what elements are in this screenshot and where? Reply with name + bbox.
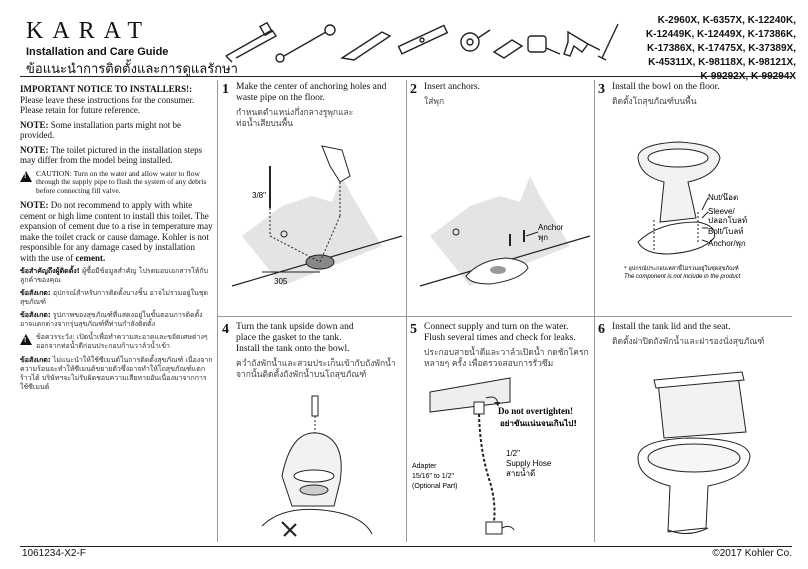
th-text: อุปกรณ์สำหรับการติดตั้งบางชิ้น อาจไม่รวม… — [20, 289, 209, 306]
anchor-label: Anchor — [538, 223, 564, 232]
notice-column: IMPORTANT NOTICE TO INSTALLERS!:Please l… — [20, 84, 213, 396]
guide-title-en: Installation and Care Guide — [26, 46, 169, 58]
model-line: K-2960X, K-6357X, K-12240K, — [657, 15, 796, 26]
step-3: 3 Install the bowl on the floor. ติดตั้ง… — [598, 82, 794, 314]
note-en: The component is not include in the prod… — [624, 274, 741, 280]
step-3-illustration: Nut/น๊อต Sleeve/ ปลอกโบลท์ Bolt/โบลท์ An… — [624, 141, 747, 280]
warning-text-th: อย่าขันแน่นจนเกินไป! — [500, 418, 577, 428]
step-text-th: ติดตั้งโถสุขภัณฑ์บนพื้น — [612, 97, 697, 107]
tape-measure-icon — [527, 35, 561, 55]
step-number: 5 — [410, 322, 417, 337]
column-divider — [594, 80, 595, 542]
step-number: 2 — [410, 82, 417, 97]
step-text-en: Install the tank lid and the seat. — [612, 322, 731, 332]
step-5-illustration: Do not overtighten! อย่าขันแน่นจนเกินไป!… — [412, 377, 577, 535]
step-2: 2 Insert anchors. ใส่พุก Anchor พุก — [410, 82, 592, 314]
sleeve-label-th: ปลอกโบลท์ — [708, 215, 747, 225]
caution-box-th: ! ข้อควรระวัง: เปิดน้ำเพื่อทำความสะอาดแล… — [20, 333, 213, 351]
brand-logo: KARAT — [26, 18, 152, 44]
warning-icon: ! — [20, 334, 32, 345]
model-list: K-2960X, K-6357X, K-12240K, K-12449K, K-… — [596, 14, 796, 84]
hose-label-th: สายน้ำดี — [506, 467, 535, 478]
document-code: 1061234-X2-F — [22, 548, 86, 559]
wrench-icon — [275, 24, 336, 63]
nut-label: Nut/น๊อต — [708, 192, 738, 202]
step-number: 4 — [222, 322, 229, 337]
dimension-label: 305 — [274, 277, 288, 286]
th-label: ข้อสำคัญถึงผู้ติดตั้ง! — [20, 267, 80, 275]
warning-icon: ! — [20, 170, 32, 182]
adapter-label: 15/16" to 1/2" — [412, 473, 454, 480]
step-number: 6 — [598, 322, 605, 337]
important-text: Please leave these instructions for the … — [20, 94, 195, 116]
tape-roll-icon — [460, 29, 491, 52]
caution-text-th: ข้อควรระวัง: เปิดน้ำเพื่อทำความสะอาดและข… — [36, 333, 208, 350]
step-number: 3 — [598, 82, 605, 97]
caution-box: ! CAUTION: Turn on the water and allow w… — [20, 168, 213, 196]
step-text-th: ติดตั้งฝาปิดถังพักน้ำและฝารองนั่งสุขภัณฑ… — [612, 337, 765, 347]
copyright: ©2017 Kohler Co. — [712, 548, 792, 559]
anchor-label: Anchor/พุก — [708, 239, 746, 248]
adapter-label: (Optional Part) — [412, 483, 458, 490]
pipe-wrench-icon — [340, 31, 392, 61]
note-label: NOTE: — [20, 144, 49, 155]
column-divider — [217, 80, 218, 542]
th-label: ข้อสังเกต: — [20, 311, 51, 319]
step-text-th: ประกอบสายน้ำดีและวาล์วเปิดน้ำ กดชักโครกห… — [424, 348, 589, 369]
sleeve-label: Sleeve/ — [708, 207, 735, 216]
step-text-en: Install the bowl on the floor. — [612, 82, 720, 92]
tools-illustration — [225, 21, 619, 63]
step-1-illustration: 3/8" 305 — [231, 145, 403, 287]
guide-title-th: ข้อแนะนำการติดตั้งและการดูแลรักษา — [26, 61, 238, 76]
note-label: NOTE: — [20, 119, 49, 130]
header-rule — [20, 76, 792, 77]
column-divider — [406, 80, 407, 542]
model-line: K-12449K, K-12449X, K-17386K, — [645, 29, 796, 40]
row-divider — [218, 316, 792, 317]
note-bold: cement. — [75, 252, 106, 263]
step-5: 5 Connect supply and turn on the water.F… — [410, 322, 592, 544]
model-line: K-45311X, K-98118X, K-98121X, — [648, 57, 796, 68]
step-text-en: Insert anchors. — [424, 82, 480, 92]
th-text: ผู้ซื้อมีข้อมูลสำคัญ โปรดมอบเอกสารให้กับ… — [20, 267, 209, 284]
note-text: The toilet pictured in the installation … — [20, 144, 203, 166]
bolt-label: Bolt/โบลท์ — [708, 226, 744, 236]
step-6-illustration — [637, 371, 751, 534]
th-label: ข้อสังเกต: — [20, 356, 51, 364]
warning-text: Do not overtighten! — [498, 406, 573, 416]
th-text: รูปภาพของสุขภัณฑ์ที่แสดงอยู่ในขั้นตอนการ… — [20, 311, 203, 328]
footer-rule — [20, 546, 792, 547]
note-text: Some installation parts might not be pro… — [20, 119, 182, 141]
dimension-label: 3/8" — [252, 191, 266, 200]
drill-icon — [563, 30, 601, 57]
step-number: 1 — [222, 82, 229, 97]
adapter-label: Adapter — [412, 463, 437, 470]
model-line: K-17386X, K-17475X, K-37389X, — [647, 43, 796, 54]
note-text: Do not recommend to apply with white cem… — [20, 200, 213, 263]
step-text-th: คว่ำถังพักน้ำและสวมประเก็นเข้ากับถังพักน… — [236, 359, 396, 380]
hose-label: 1/2" — [506, 449, 520, 458]
step-text-th: ใส่พุก — [424, 97, 445, 107]
step-text-en: Connect supply and turn on the water.Flu… — [424, 322, 576, 343]
putty-knife-icon — [492, 39, 524, 59]
note-label: NOTE: — [20, 200, 49, 210]
important-title: IMPORTANT NOTICE TO INSTALLERS!: — [20, 84, 193, 94]
step-text-th: กำหนดตำแหน่งกึ่งกลางรูพุกและท่อน้ำเสียบน… — [236, 108, 354, 129]
level-icon — [397, 24, 449, 55]
caution-text: CAUTION: Turn on the water and allow wat… — [36, 168, 207, 195]
sealant-tube-icon — [597, 23, 619, 61]
hose-label: Supply Hose — [506, 459, 552, 468]
th-label: ข้อสังเกต: — [20, 289, 51, 297]
anchor-label-th: พุก — [538, 233, 548, 242]
hacksaw-icon — [225, 21, 278, 63]
th-text: ไม่แนะนำให้ใช้ซีเมนต์ในการติดตั้งสุขภัณฑ… — [20, 356, 213, 391]
step-4-illustration — [261, 395, 373, 537]
step-1: 1 Make the center of anchoring holes and… — [222, 82, 404, 314]
note-th: * อุปกรณ์ประกอบเหล่านี้ไม่รวมอยู่ในชุดสุ… — [624, 264, 739, 272]
step-2-illustration: Anchor พุก — [419, 176, 591, 287]
step-6: 6 Install the tank lid and the seat. ติด… — [598, 322, 794, 544]
